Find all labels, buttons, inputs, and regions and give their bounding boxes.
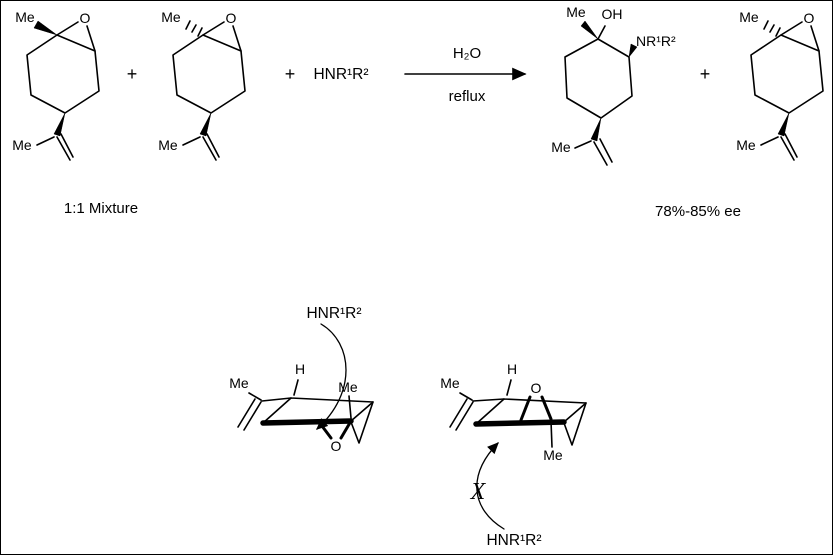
reactants-caption: 1:1 Mixture	[64, 200, 138, 217]
methyl-label: Me	[551, 139, 571, 155]
bond-line	[574, 140, 592, 149]
bond-line	[506, 379, 512, 396]
blocked-x-icon: X	[470, 479, 487, 505]
condition-below-label: reflux	[449, 88, 486, 105]
hydrogen-label: H	[507, 361, 517, 377]
mechanism-favored: HNR¹R² Me H O Me	[229, 305, 374, 454]
front-ring-bond	[473, 419, 567, 427]
bond-line	[597, 25, 606, 40]
ring-bonds	[350, 401, 374, 444]
recovered-epoxide	[735, 8, 824, 161]
bond-line	[348, 395, 352, 419]
methyl-label: Me	[15, 9, 35, 25]
bond-line	[459, 392, 473, 401]
wedge-bond	[33, 20, 58, 36]
front-ring-bond	[260, 418, 354, 426]
condition-above-label: H₂O	[453, 45, 481, 62]
reactant-epoxide-b	[157, 8, 246, 161]
ring-bonds	[262, 397, 374, 424]
attacking-amine-label: HNR¹R²	[306, 305, 361, 322]
epoxide-bonds	[519, 395, 553, 422]
wedge-bond	[628, 43, 638, 58]
reaction-row: Me O Me + + HNR¹R² H₂O reflux Me OH	[12, 4, 824, 220]
double-bond	[237, 398, 262, 431]
oxygen-label: O	[531, 380, 542, 396]
hydroxyl-label: OH	[602, 6, 623, 22]
plus-sign-2: +	[285, 64, 296, 84]
plus-sign-1: +	[127, 64, 138, 84]
oxygen-label: O	[80, 10, 91, 26]
product-amino-alcohol: Me OH NR¹R² Me	[551, 4, 676, 166]
double-bond	[56, 133, 74, 161]
blocked-amine-label: HNR¹R²	[486, 532, 541, 549]
bond-line	[248, 392, 262, 401]
amino-group-label: NR¹R²	[636, 33, 676, 49]
methyl-label: Me	[229, 375, 249, 391]
methyl-label: Me	[543, 447, 563, 463]
epoxide-bonds	[56, 21, 96, 52]
double-bond	[593, 138, 613, 166]
methyl-label: Me	[440, 375, 460, 391]
reactant-epoxide-a: Me O Me	[12, 9, 100, 161]
methyl-label: Me	[338, 379, 358, 395]
ring-bonds	[26, 34, 100, 114]
methyl-label: Me	[566, 4, 586, 20]
mechanism-row: HNR¹R² Me H O Me Me H	[229, 305, 587, 549]
plus-sign-3: +	[700, 64, 711, 84]
ring-bonds	[563, 402, 587, 446]
ring-bonds	[564, 38, 633, 119]
wedge-bond	[580, 20, 599, 40]
curved-blocked-arrow	[476, 442, 505, 530]
mechanism-blocked: Me H O Me X HNR¹R²	[440, 361, 587, 549]
bond-line	[36, 136, 55, 146]
reaction-arrow-group: H₂O reflux	[404, 45, 527, 105]
oxygen-label: O	[331, 438, 342, 454]
wedge-bond	[53, 112, 66, 137]
bond-line	[293, 379, 299, 396]
hydrogen-label: H	[295, 361, 305, 377]
double-bond	[449, 398, 474, 431]
bond-line	[550, 420, 553, 448]
products-caption: 78%-85% ee	[655, 203, 741, 220]
bond-line	[261, 397, 292, 402]
bond-line	[472, 398, 505, 402]
methyl-label: Me	[12, 137, 32, 153]
epoxide-bonds	[317, 419, 353, 440]
amine-reagent-label: HNR¹R²	[313, 66, 368, 83]
wedge-bond	[590, 117, 602, 142]
curved-attack-arrow	[316, 323, 347, 430]
